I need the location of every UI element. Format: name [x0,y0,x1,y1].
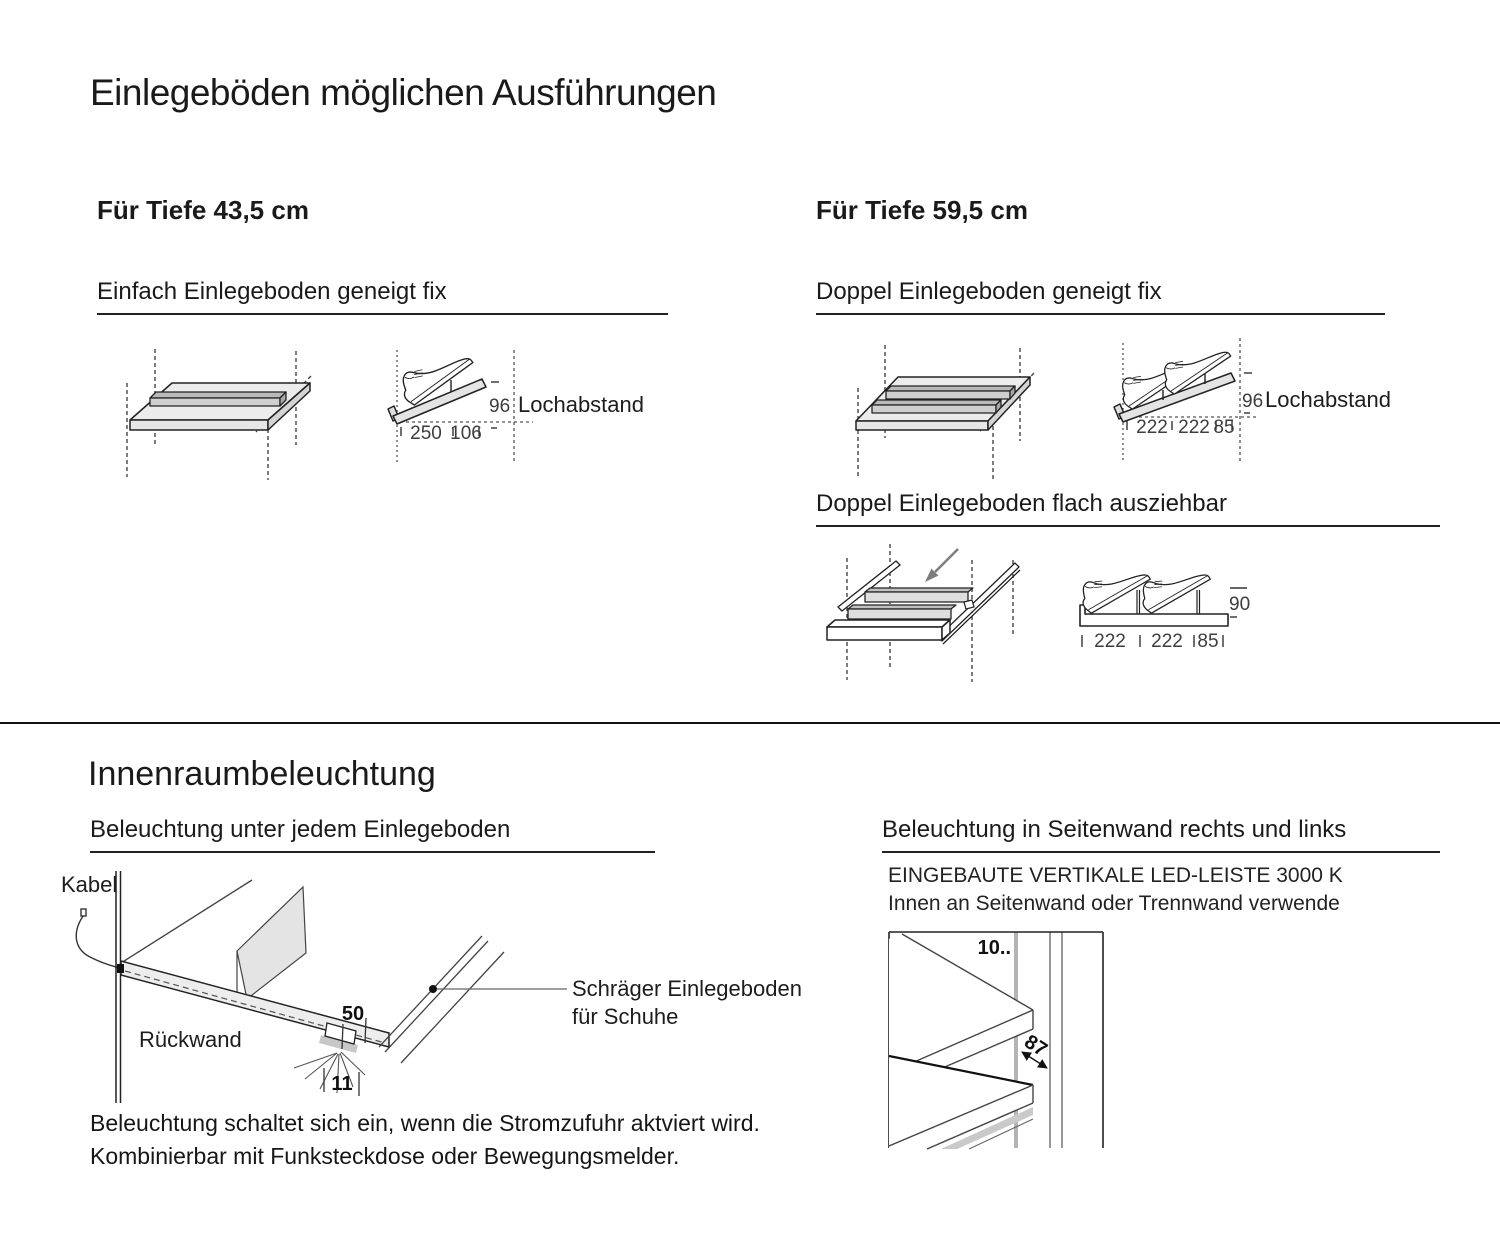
cable-connector [117,964,124,973]
hole-distance-label: Lochabstand [518,392,644,417]
heel-rail-back [864,587,974,603]
led-desc-line2: Innen an Seitenwand oder Trennwand verwe… [888,892,1340,915]
wall-lines [115,871,122,1103]
front-board [826,619,951,641]
side-wall-lines [1049,932,1063,1148]
strip-depth-dim: 11 [331,1073,352,1095]
heel-rail-front [871,399,1002,414]
support-pegs [1136,590,1201,614]
hole-distance-label: Lochabstand [1265,387,1391,412]
double-fixed-label: Doppel Einlegeboden geneigt fix [816,278,1385,315]
dimension-ticks [400,381,499,436]
dimension-ticks [1126,372,1252,430]
support-pegs [1162,374,1206,400]
shelf-plane-edge [120,879,253,964]
guide-lines [846,544,1014,682]
gap-arrow [1021,1051,1048,1069]
dim2: 222 [1151,631,1183,652]
dimension-ticks [1081,587,1247,647]
double-shoe-dimension-drawing: 96 Lochabstand 222 222 85 [1113,331,1391,463]
led-module [319,1022,358,1053]
strip-top-dim: 10.. [978,937,1011,959]
left-depth-heading: Für Tiefe 43,5 cm [97,195,309,225]
pullout-rails [837,560,1021,645]
dim2: 222 [1178,417,1210,438]
side-wall-led-drawing: 10.. 87 [888,931,1104,1150]
hole-distance-dim: 96 [489,396,510,417]
lighting-note-line1: Beleuchtung schaltet sich ein, wenn die … [90,1110,760,1136]
right-depth-heading: Für Tiefe 59,5 cm [816,195,1028,225]
gap-dim: 87 [1020,1031,1051,1062]
single-fixed-label: Einfach Einlegeboden geneigt fix [97,278,668,315]
flat-shoe-dimension-drawing: 90 222 222 85 [1073,553,1250,652]
inclined-board [387,378,487,425]
single-shelf-drawing [126,349,312,480]
dim3: 85 [1213,417,1234,438]
strip-width-dim: 50 [342,1003,364,1025]
led-strip [1014,932,1018,1148]
under-shelf-label: Beleuchtung unter jedem Einlegeboden [90,816,655,853]
dim1: 222 [1136,417,1168,438]
shelf-callout-line2: für Schuhe [572,1004,678,1029]
double-pullout-label: Doppel Einlegeboden flach ausziehbar [816,490,1440,527]
lighting-section-title: Innenraumbeleuchtung [88,755,436,793]
back-wall-label: Rückwand [139,1027,242,1052]
hole-distance-dim: 96 [1242,391,1263,412]
double-shelf-drawing [855,345,1035,481]
depth-dim: 250 [410,423,442,444]
callout-dot [429,985,437,993]
guide-lines [1121,338,1257,463]
inclined-shelf-edges [378,935,505,1064]
shelf-callout-line1: Schräger Einlegeboden [572,976,802,1001]
guide-lines [396,350,533,462]
height-dim: 90 [1229,594,1250,615]
heel-rail [149,391,287,407]
heel-rail-back [885,385,1016,400]
page-title: Einlegeböden möglichen Ausführungen [90,72,717,113]
cable-drawing [75,908,120,969]
cable-label: Kabel [61,872,117,897]
inclined-board [1113,372,1236,423]
side-wall-label: Beleuchtung in Seitenwand rechts und lin… [882,816,1440,853]
pull-direction-arrow [925,548,959,582]
edge-dim: 106 [450,423,482,444]
led-desc-line1: EINGEBAUTE VERTIKALE LED-LEISTE 3000 K [888,864,1343,887]
light-rays [293,1051,366,1094]
single-shoe-dimension-drawing: 96 Lochabstand 250 106 [387,337,644,462]
under-shelf-lighting-drawing: Kabel Schräger Einlegeboden für Schuhe [61,871,802,1103]
dim3: 85 [1197,631,1218,652]
rail-knob [963,599,975,610]
heel-rail-front [847,604,957,620]
lighting-note-line2: Kombinierbar mit Funksteckdose oder Bewe… [90,1143,680,1169]
pullout-shelf-drawing [826,544,1021,682]
dimension-ticks [323,1017,367,1096]
section-divider [0,722,1500,724]
lower-shelf [888,1054,1034,1150]
dim1: 222 [1094,631,1126,652]
divider-panel [236,885,307,1002]
